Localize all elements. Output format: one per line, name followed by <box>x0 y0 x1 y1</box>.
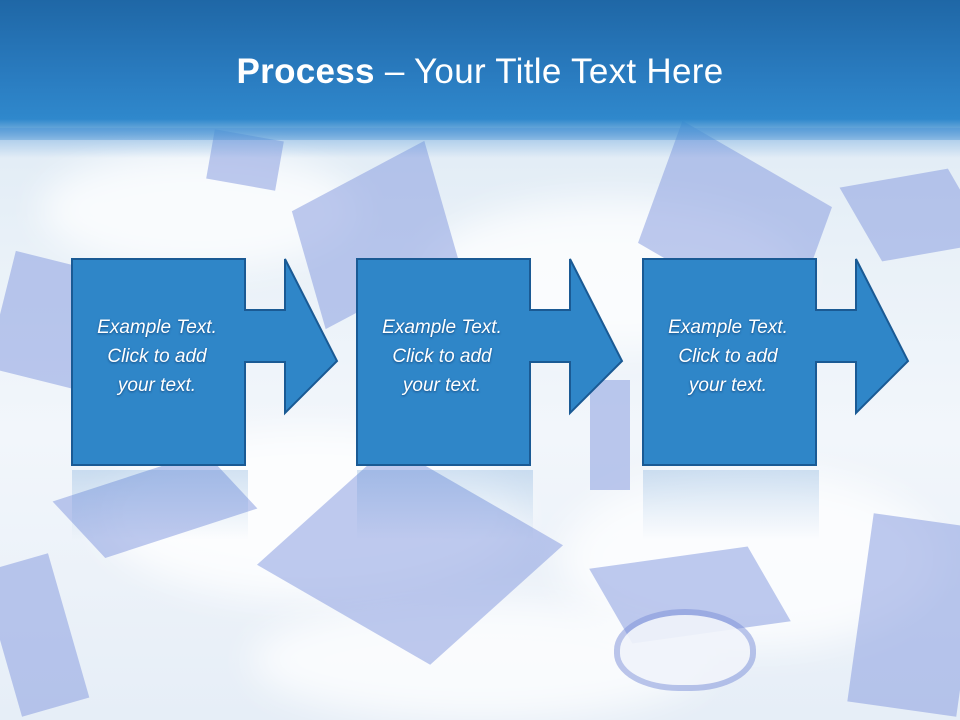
process-step-3[interactable]: Example Text. Click to add your text. <box>642 258 932 468</box>
step-text-line: Click to add <box>392 346 492 367</box>
arrow-box-shape <box>71 258 339 466</box>
step-text-line: your text. <box>117 375 197 396</box>
step-text-line: Example Text. <box>382 317 502 338</box>
title-bar: Process – Your Title Text Here <box>0 0 960 158</box>
step-text-line: Example Text. <box>668 317 788 338</box>
step-text[interactable]: Example Text. Click to add your text. <box>642 313 814 400</box>
slide-title[interactable]: Process – Your Title Text Here <box>0 52 960 92</box>
step-text-line: Example Text. <box>97 317 217 338</box>
step-text-line: your text. <box>688 375 768 396</box>
arrow-box-shape <box>356 258 624 466</box>
arrow-box-shape <box>642 258 910 466</box>
step-text-line: your text. <box>402 375 482 396</box>
cap-lining-image <box>620 615 750 685</box>
step-text-line: Click to add <box>678 346 778 367</box>
graduation-cap-image <box>839 168 960 262</box>
step-reflection <box>643 470 819 540</box>
title-rest-text: – Your Title Text Here <box>374 52 724 91</box>
graduation-cap-image <box>0 553 90 717</box>
step-reflection <box>72 470 248 540</box>
step-text[interactable]: Example Text. Click to add your text. <box>356 313 528 400</box>
step-text[interactable]: Example Text. Click to add your text. <box>71 313 243 400</box>
step-text-line: Click to add <box>107 346 207 367</box>
process-step-1[interactable]: Example Text. Click to add your text. <box>71 258 361 468</box>
graduation-cap-image <box>590 380 630 490</box>
step-reflection <box>357 470 533 540</box>
title-bold-text: Process <box>236 52 375 91</box>
process-step-2[interactable]: Example Text. Click to add your text. <box>356 258 646 468</box>
